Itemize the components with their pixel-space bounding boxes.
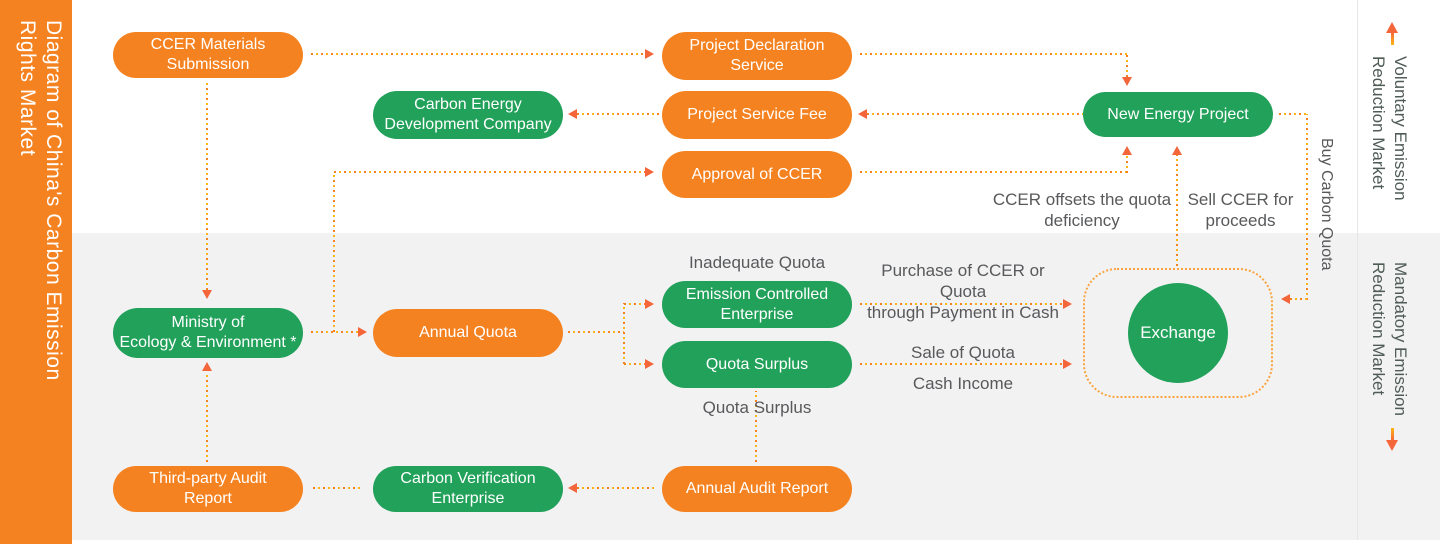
connector-quota-branch-up <box>624 303 646 305</box>
node-project-declaration-service: Project Declaration Service <box>662 32 852 80</box>
arrowhead <box>1122 77 1132 86</box>
arrowhead <box>645 299 654 309</box>
arrowhead <box>1063 359 1072 369</box>
connector-audit-to-surplus <box>755 391 757 462</box>
connector-newenergy-to-servicefee <box>867 113 1083 115</box>
connector-declaration-to-newenergy <box>860 53 1128 55</box>
connector-sale-to-exchange <box>860 363 1064 365</box>
arrowhead <box>858 109 867 119</box>
node-new-energy-project: New Energy Project <box>1083 92 1273 137</box>
label-purchase-of-ccer: Purchase of CCER or Quota through Paymen… <box>867 261 1059 322</box>
node-quota-surplus: Quota Surplus <box>662 341 852 388</box>
label-inadequate-quota: Inadequate Quota <box>688 253 826 272</box>
arrowhead <box>645 359 654 369</box>
node-annual-quota: Annual Quota <box>373 309 563 357</box>
node-project-service-fee: Project Service Fee <box>662 91 852 139</box>
connector-buyquota <box>1306 114 1308 300</box>
arrowhead <box>1172 146 1182 155</box>
arrowhead <box>1063 299 1072 309</box>
node-ccer-materials-submission: CCER Materials Submission <box>113 32 303 78</box>
right-strip-divider <box>1357 0 1358 540</box>
connector-audit-to-ministry <box>206 372 208 462</box>
connector-quota-branch <box>568 331 624 333</box>
exchange-dotted-frame <box>1083 268 1273 398</box>
node-exchange: Exchange <box>1128 283 1228 383</box>
connector-buyquota <box>1279 113 1308 115</box>
node-annual-audit-report: Annual Audit Report <box>662 466 852 512</box>
arrowhead <box>1281 294 1290 304</box>
node-ministry-ecology-environment: Ministry of Ecology & Environment * <box>113 308 303 358</box>
label-buy-carbon-quota: Buy Carbon Quota <box>1318 138 1335 271</box>
label-mandatory-market: Mandatory Emission Reduction Market <box>1369 262 1410 417</box>
connector-ministry-to-approval <box>333 172 335 332</box>
arrowhead <box>568 483 577 493</box>
connector-audit-to-verification <box>577 487 656 489</box>
connector-exchange-to-newenergy <box>1176 155 1178 266</box>
node-approval-of-ccer: Approval of CCER <box>662 151 852 198</box>
connector-quota-branch <box>623 303 625 364</box>
label-sale-of-quota: Sale of Quota <box>911 343 1015 362</box>
connector-servicefee-to-carbonenergy <box>577 113 662 115</box>
connector-declaration-to-newenergy <box>1126 54 1128 77</box>
arrowhead <box>202 362 212 371</box>
connector-approval-to-newenergy <box>1126 155 1128 173</box>
up-arrow-icon <box>1391 32 1394 45</box>
node-carbon-energy-development-company: Carbon Energy Development Company <box>373 91 563 139</box>
arrowhead <box>645 49 654 59</box>
node-emission-controlled-enterprise: Emission Controlled Enterprise <box>662 281 852 328</box>
connector-materials-to-ministry <box>206 82 208 290</box>
label-sell-ccer: Sell CCER for proceeds <box>1187 190 1294 230</box>
connector-purchase-to-exchange <box>860 303 1064 305</box>
arrowhead <box>358 327 367 337</box>
diagram-title: Diagram of China's Carbon Emission Right… <box>16 20 65 381</box>
arrowhead <box>645 167 654 177</box>
node-carbon-verification-enterprise: Carbon Verification Enterprise <box>373 466 563 512</box>
label-quota-surplus: Quota Surplus <box>702 398 812 417</box>
down-arrow-icon <box>1386 440 1398 451</box>
node-third-party-audit-report: Third-party Audit Report <box>113 466 303 512</box>
arrowhead <box>568 109 577 119</box>
up-arrow-icon <box>1386 22 1398 33</box>
arrowhead <box>1122 146 1132 155</box>
label-voluntary-market: Voluntary Emission Reduction Market <box>1369 56 1410 201</box>
connector-approval-to-newenergy <box>860 171 1127 173</box>
title-sidebar <box>0 0 72 544</box>
label-cash-income: Cash Income <box>912 374 1014 393</box>
connector-verification-to-audit <box>313 487 363 489</box>
down-arrow-icon <box>1391 428 1394 441</box>
connector-quota-branch-down <box>624 363 646 365</box>
connector-ministry-to-approval <box>334 171 645 173</box>
connector-ministry-to-quota <box>311 331 359 333</box>
connector-buyquota <box>1290 298 1308 300</box>
connector-materials-to-declaration <box>311 53 645 55</box>
arrowhead <box>202 290 212 299</box>
label-ccer-offsets: CCER offsets the quota deficiency <box>992 190 1172 230</box>
